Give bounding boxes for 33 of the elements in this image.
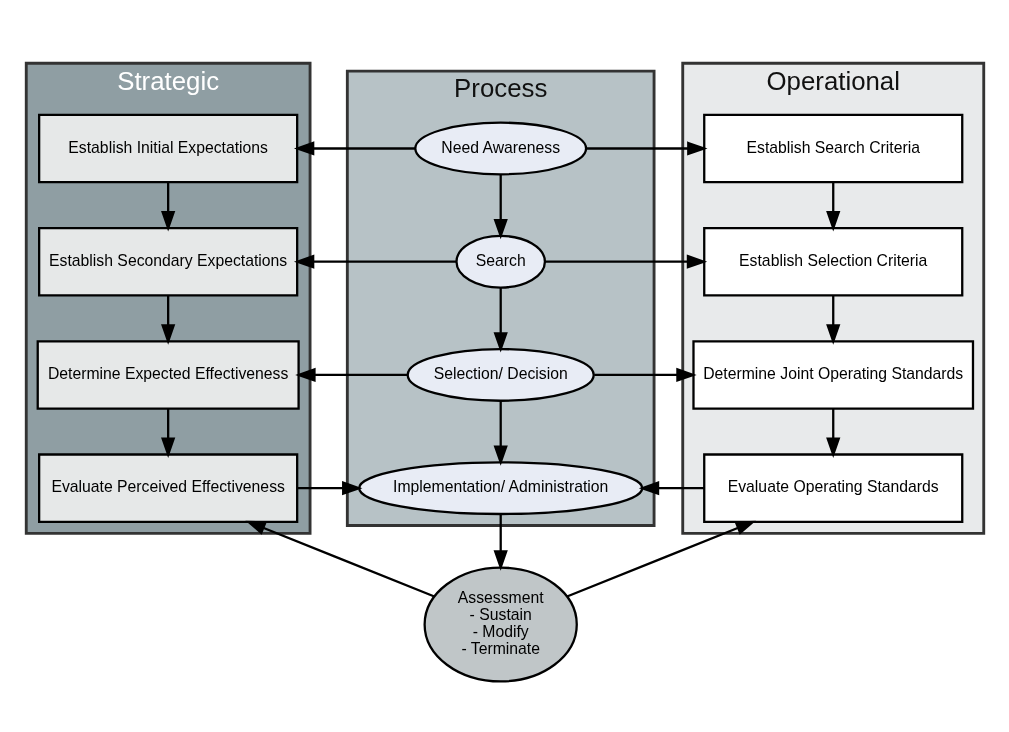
node-ellipse: Selection/ Decision <box>406 347 595 402</box>
arrow <box>825 408 840 458</box>
node-box: Establish Search Criteria <box>702 113 963 183</box>
arrow <box>293 254 457 269</box>
node-box: Determine Expected Effectiveness <box>36 339 300 410</box>
node-ellipse: Search <box>454 234 546 289</box>
arrow <box>638 480 704 495</box>
arrow <box>544 254 707 269</box>
arrow <box>493 513 508 571</box>
node-box: Establish Secondary Expectations <box>37 226 298 297</box>
node-box: Evaluate Perceived Effectiveness <box>37 452 298 523</box>
arrow <box>825 181 840 231</box>
arrow <box>493 173 508 239</box>
arrow <box>593 367 697 382</box>
node-box: Establish Initial Expectations <box>37 113 298 183</box>
arrow <box>825 295 840 345</box>
arrow <box>493 400 508 466</box>
node-box: Evaluate Operating Standards <box>702 452 963 523</box>
node-ellipse: Implementation/ Administration <box>357 460 643 515</box>
arrow <box>296 480 362 495</box>
arrow <box>160 181 175 231</box>
arrow <box>244 520 435 597</box>
arrow <box>293 140 415 156</box>
arrow <box>160 408 175 458</box>
arrow <box>160 295 175 345</box>
node-box: Determine Joint Operating Standards <box>691 339 974 410</box>
node-box: Establish Selection Criteria <box>702 226 963 297</box>
node-ellipse: Assessment - Sustain - Modify - Terminate <box>423 565 578 683</box>
arrow <box>585 140 707 156</box>
arrow <box>294 367 408 382</box>
node-ellipse: Need Awareness <box>413 121 587 175</box>
arrow <box>493 287 508 353</box>
arrow <box>566 520 756 597</box>
